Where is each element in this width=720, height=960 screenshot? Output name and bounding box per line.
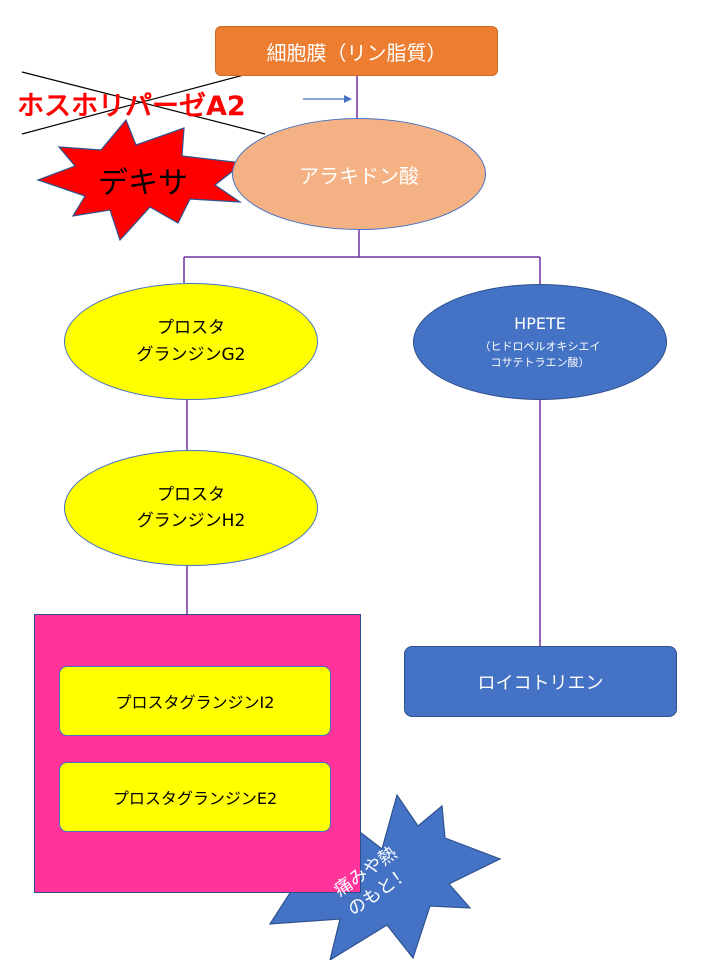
final-products-box [34, 614, 361, 893]
prostaglandin-g2-node: プロスタ グランジンG2 [64, 283, 318, 400]
cross-out-mark [21, 71, 266, 135]
enzyme-arrow [303, 95, 352, 103]
prostaglandin-e2-label: プロスタグランジンE2 [112, 789, 278, 808]
prostaglandin-h2-node: プロスタ グランジンH2 [64, 450, 318, 566]
leukotriene-label: ロイコトリエン [477, 672, 604, 694]
hpete-subtitle-line1: （ヒドロペルオキシエイ [479, 340, 601, 354]
dexamethasone-burst-label: デキサ [98, 166, 188, 201]
arachidonic-acid-label: アラキドン酸 [299, 163, 419, 188]
drug-burst-shape [36, 118, 245, 242]
arachidonic-acid-node: アラキドン酸 [232, 118, 486, 230]
pain-burst-shape [255, 793, 502, 960]
prostaglandin-g2-label-line1: プロスタ [157, 318, 225, 339]
hpete-node: HPETE （ヒドロペルオキシエイ コサテトラエン酸） [413, 284, 667, 400]
phospholipase-a2-label: ホスホリパーゼA2 [17, 91, 246, 122]
hpete-title: HPETE [514, 314, 566, 334]
cell-membrane-label: 細胞膜（リン脂質） [266, 40, 447, 65]
hpete-subtitle-line2: コサテトラエン酸） [490, 355, 590, 369]
prostaglandin-i2-label: プロスタグランジンI2 [115, 693, 275, 712]
prostaglandin-i2-node: プロスタグランジンI2 [59, 666, 331, 736]
leukotriene-node: ロイコトリエン [404, 646, 677, 717]
prostaglandin-g2-label-line2: グランジンG2 [136, 344, 246, 365]
prostaglandin-h2-label-line1: プロスタ [156, 484, 225, 505]
cell-membrane-node: 細胞膜（リン脂質） [215, 26, 498, 76]
prostaglandin-h2-label-line2: グランジンH2 [136, 511, 246, 531]
connector-lines [183, 76, 541, 646]
prostaglandin-e2-node: プロスタグランジンE2 [59, 762, 331, 832]
